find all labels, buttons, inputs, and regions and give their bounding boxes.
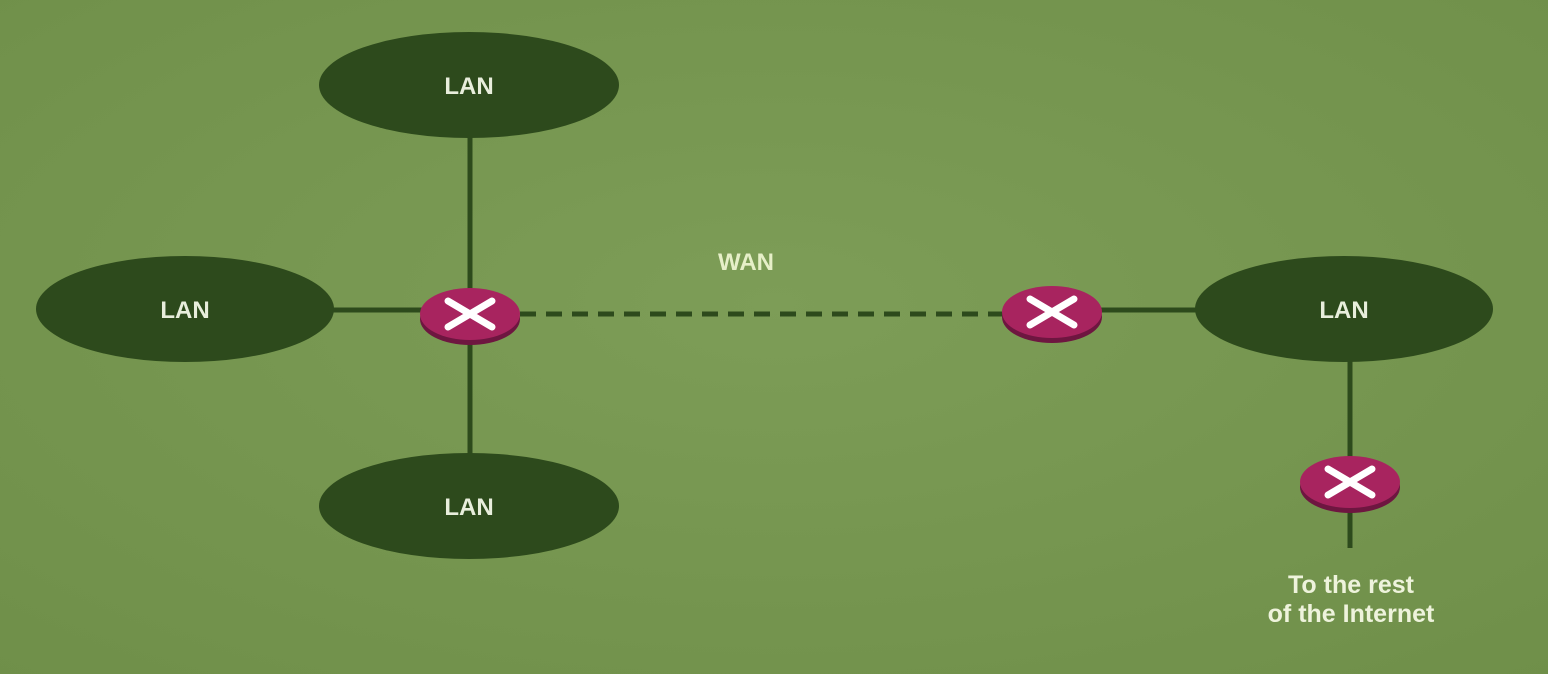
lan-bottom-label: LAN bbox=[444, 494, 493, 521]
router-icon bbox=[1002, 286, 1102, 343]
lan-right-label: LAN bbox=[1319, 297, 1368, 324]
router-icon bbox=[420, 288, 520, 345]
internet-label-line2: of the Internet bbox=[1268, 600, 1435, 628]
lan-top-shape bbox=[319, 32, 619, 138]
lan-left: LAN bbox=[36, 256, 334, 362]
router-icon bbox=[1300, 456, 1400, 513]
internet-label-line1: To the rest bbox=[1288, 571, 1415, 599]
lan-left-label: LAN bbox=[160, 297, 209, 324]
lan-bottom: LAN bbox=[319, 453, 619, 559]
lan-bottom-shape bbox=[319, 453, 619, 559]
wan-label: WAN bbox=[718, 249, 774, 276]
lan-left-shape bbox=[36, 256, 334, 362]
lan-top: LAN bbox=[319, 32, 619, 138]
lan-right: LAN bbox=[1195, 256, 1493, 362]
lan-right-shape bbox=[1195, 256, 1493, 362]
lan-top-label: LAN bbox=[444, 73, 493, 100]
